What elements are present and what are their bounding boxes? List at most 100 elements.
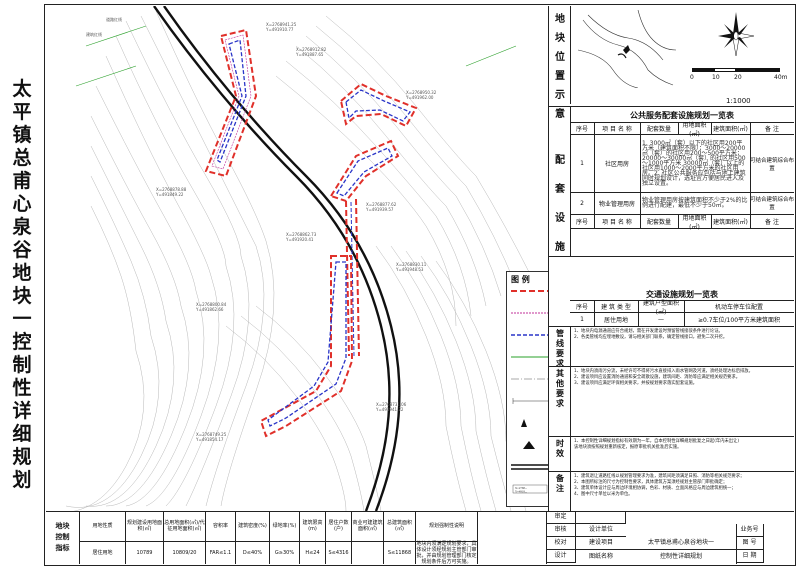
- table-divider: [594, 192, 595, 214]
- indicator-header: 用地性质: [80, 511, 126, 541]
- legend-item: 总用地红线: [511, 286, 548, 296]
- svg-text:Y=491962.00: Y=491962.00: [405, 95, 434, 100]
- svg-text:X=2768950.32: X=2768950.32: [406, 90, 437, 95]
- svg-text:建筑红线: 建筑红线: [86, 31, 102, 37]
- indicator-header: 建筑限高(m): [300, 511, 326, 541]
- ps-row-name: 物业管理用房: [598, 200, 635, 208]
- svg-text:Y=491849.22: Y=491849.22: [155, 192, 184, 197]
- site-plan-svg: X=2768941.25 Y=491910.77 X=2768912.82 Y=…: [46, 6, 532, 511]
- ps-row-name: 社区用房: [604, 161, 629, 168]
- indicator-value: 10789: [126, 541, 164, 564]
- traffic-header-cell: 机动车停车位配置: [714, 304, 763, 311]
- title-char: 控: [12, 331, 32, 353]
- table-divider: [678, 215, 679, 228]
- section-notes: 1、本控制性详细规划指标有效期为一年，自本控制性详细规划批复之日起(年内未出让)…: [574, 439, 790, 451]
- indicator-label-line: 控制: [55, 533, 70, 541]
- svg-text:Y=491862.66: Y=491862.66: [195, 307, 224, 312]
- section-label-char: 求: [556, 359, 564, 368]
- location-label-char: 示: [555, 90, 565, 101]
- scale-tick: 0: [690, 74, 694, 81]
- indicator-header: 居住户数(户): [326, 511, 352, 541]
- public-service-side-label: 配套设施: [552, 151, 568, 267]
- ps-row-remark: 可结合建筑综合布置: [750, 157, 795, 172]
- ps-row-no: 2: [580, 199, 584, 207]
- site-connector: [345, 198, 360, 357]
- section-note-line: 2、各类管线均应埋地敷设，请与相关部门联系，确定管线接口，避免二次开挖。: [574, 335, 728, 340]
- section-notes: 1、地块内电源通道应符合规划，需在开发建设时预留管线接驳条件进行论证。2、各类管…: [574, 329, 790, 341]
- titleblock-divider: [546, 511, 547, 564]
- section-label-char: 时: [556, 439, 564, 448]
- title-char: 总: [12, 147, 32, 169]
- title-char: 泉: [12, 216, 32, 238]
- north-arrow-icon: [718, 12, 755, 57]
- section-note-line: 1、地块内电源通道应符合规划，需在开发建设时预留管线接驳条件进行论证。: [574, 329, 723, 334]
- indicator-value: D≤40%: [236, 541, 270, 564]
- title-char: 甫: [12, 170, 32, 192]
- indicator-value: 地块内须满足规划要求，具体设计须经规划主管部门审批，并由规划管理部门核定规划条件…: [416, 541, 478, 565]
- indicator-value: FAR≤1.1: [206, 541, 236, 564]
- title-char: 划: [12, 469, 32, 491]
- section-label-char: 要: [556, 349, 564, 358]
- indicator-value: [352, 541, 384, 564]
- section-note-line: 2、建设项目应设置消防通道和安全疏散设施，建筑间距、消防等应满足相关规范要求。: [574, 375, 741, 380]
- table-divider: [594, 301, 595, 326]
- indicator-value: S≤4316: [326, 541, 352, 564]
- titleblock-right-label: 日 期: [736, 550, 764, 563]
- titleblock-role: 审定: [546, 511, 576, 524]
- svg-text:Y=491854.17: Y=491854.17: [195, 437, 224, 442]
- traffic-title: 交通设施规划一览表: [646, 290, 718, 299]
- section-label: 时效: [552, 439, 568, 459]
- ps-row-no: 1: [580, 160, 584, 167]
- svg-text:X=2768878.88: X=2768878.88: [156, 187, 187, 192]
- indicator-value: H≤24: [300, 541, 326, 564]
- indicator-header: 商业可建建筑面积(㎡): [352, 511, 384, 541]
- traffic-cell: —: [658, 316, 664, 323]
- section-note-line: 该地块须按照规划重新核定，报原审批机关批准后实施。: [574, 445, 682, 450]
- titleblock-role: 设计: [546, 550, 576, 563]
- section-notes: 1、地块内须雨污分流，未经许可不得将污水直接排入雨水管网及河道，须经处理达标后排…: [574, 369, 790, 387]
- site-plot-1: [204, 28, 258, 178]
- table-divider: [750, 135, 751, 192]
- site-plot-2: [339, 82, 418, 128]
- section-label-char: 其: [556, 369, 564, 378]
- public-service-label-char: 设: [555, 213, 565, 224]
- site-plot-3: [329, 139, 400, 203]
- site-plot-4: [259, 255, 354, 438]
- traffic-cell: 1: [580, 316, 584, 323]
- section-label-char: 求: [556, 399, 564, 408]
- titleblock-right-label: 图 号: [736, 537, 764, 550]
- titleblock-unit-label: 设计单位: [576, 524, 626, 537]
- section-note-line: 2、本图所标注的尺寸为控制性要求，具体建筑方案须经规划主管部门审批确定；: [574, 480, 728, 485]
- titleblock-role: 校对: [546, 537, 576, 550]
- public-service-title: 公共服务配套设施规划一览表: [630, 111, 734, 120]
- indicator-value: S≤11868: [384, 541, 416, 564]
- traffic-cell: ≥0.7车位/100平方米建筑面积: [697, 317, 781, 324]
- titleblock-project-name: 太平镇总甫心泉谷地块一: [626, 537, 736, 550]
- titleblock-drawing-label: 图纸名称: [588, 553, 613, 560]
- table-divider: [640, 123, 641, 134]
- table-divider: [594, 135, 595, 192]
- legend-title: 图 例: [511, 275, 530, 284]
- legend-item: 指北针: [511, 418, 548, 428]
- svg-text:Y=491910.77: Y=491910.77: [265, 27, 294, 32]
- traffic-header-cell: 建 筑 类 型: [601, 304, 631, 311]
- title-char: 规: [12, 446, 32, 468]
- section-label-char: 要: [556, 389, 564, 398]
- section-label-char: 管: [556, 329, 564, 338]
- title-char: 心: [12, 193, 32, 215]
- section-note-line: 3、建设项目应满足环保相关要求，并按规划要求落实配套设施。: [574, 381, 698, 386]
- section-note-line: 4、图中尺寸单位以米为单位。: [574, 492, 633, 497]
- svg-text:X=2768731.06: X=2768731.06: [376, 402, 407, 407]
- title-char: 太: [12, 78, 32, 100]
- location-label-char: 置: [555, 71, 565, 82]
- location-label-char: 位: [555, 52, 565, 63]
- public-service-header2-cell: 备 注: [765, 219, 779, 226]
- indicator-header: 建筑密度(%): [236, 511, 270, 541]
- svg-text:Y=491920.41: Y=491920.41: [285, 237, 314, 242]
- ps-row-desc: 1. 3000㎡（套）以下的社区用200平方米（建筑面积不限）；3000～200…: [642, 140, 746, 187]
- svg-text:X=2768912.82: X=2768912.82: [296, 47, 327, 52]
- indicator-header: 规划强制性说明: [416, 511, 478, 541]
